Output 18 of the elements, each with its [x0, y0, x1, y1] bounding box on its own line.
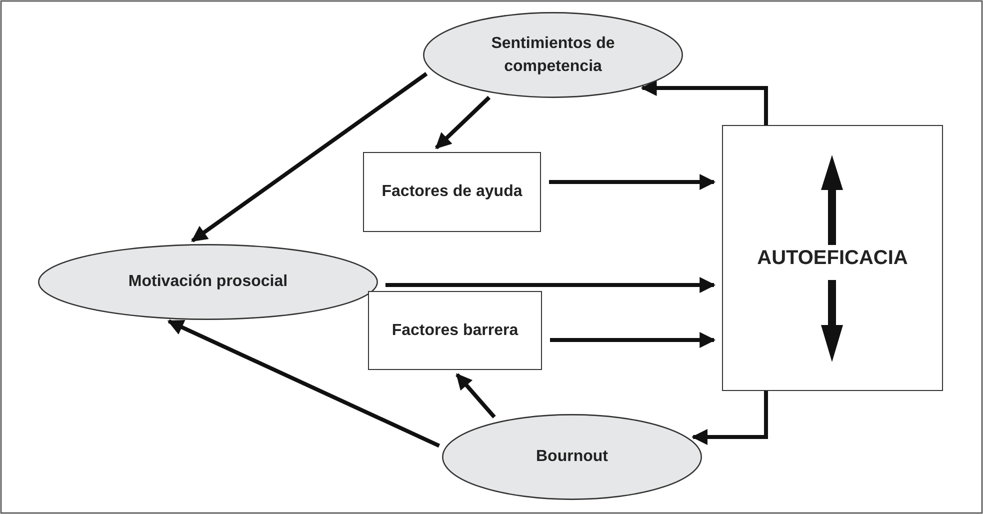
arrow: [550, 332, 716, 348]
arrow: [191, 72, 428, 242]
process-box: [363, 152, 541, 232]
arrow: [640, 80, 768, 125]
arrow: [434, 96, 491, 150]
process-box: [368, 291, 542, 370]
process-box: [722, 125, 943, 391]
arrow: [385, 277, 716, 293]
node-label: Factores de ayuda: [382, 182, 522, 202]
arrow: [549, 174, 716, 190]
node-label: Motivación prosocial: [128, 272, 288, 292]
node-label: Factores barrera: [392, 320, 518, 341]
node-label: AUTOEFICACIA: [757, 246, 908, 270]
node-label: Sentimientos de competencia: [490, 34, 616, 77]
arrow: [691, 391, 768, 445]
arrow: [456, 373, 496, 418]
arrow: [167, 319, 440, 448]
node-label: Bournout: [536, 447, 608, 468]
